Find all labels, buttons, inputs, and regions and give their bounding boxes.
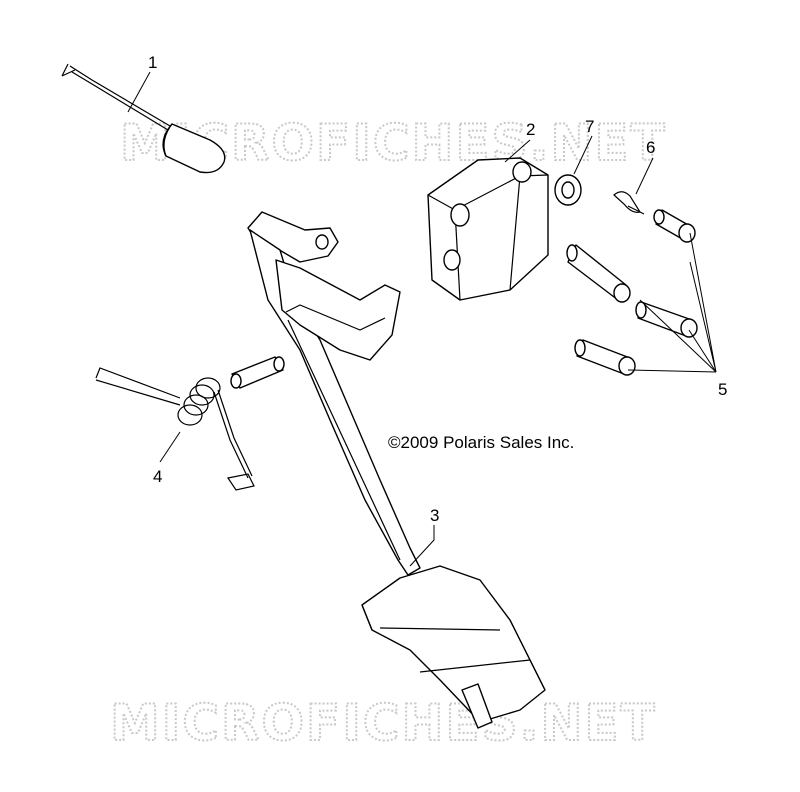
leader-1 bbox=[127, 71, 151, 113]
callout-7: 7 bbox=[585, 117, 594, 136]
callout-4: 4 bbox=[153, 467, 162, 486]
callout-2: 2 bbox=[526, 120, 535, 139]
leader-5d bbox=[627, 369, 717, 373]
cotter-pin-icon bbox=[613, 191, 645, 215]
copyright-notice: ©2009 Polaris Sales Inc. bbox=[388, 433, 574, 452]
leader-4 bbox=[159, 431, 181, 463]
washer-icon bbox=[554, 174, 582, 206]
watermark-bottom: MICROFICHES.NET bbox=[110, 694, 657, 752]
leader-7 bbox=[573, 135, 593, 175]
leader-5b bbox=[639, 299, 717, 373]
torsion-spring-icon bbox=[95, 367, 255, 491]
cap-screw-icon bbox=[566, 209, 698, 376]
brake-pedal-arm-icon bbox=[247, 211, 546, 729]
callout-5: 5 bbox=[718, 380, 727, 399]
leader-6 bbox=[635, 157, 654, 195]
leader-3 bbox=[409, 525, 435, 567]
leader-5c bbox=[688, 329, 717, 373]
callout-6: 6 bbox=[646, 138, 655, 157]
leader-2 bbox=[504, 139, 531, 163]
pivot-pin-icon bbox=[230, 356, 285, 389]
callout-3: 3 bbox=[430, 506, 439, 525]
pedal-bracket-block-icon bbox=[427, 157, 549, 301]
callout-1: 1 bbox=[148, 53, 157, 72]
sensor-cable-icon bbox=[61, 63, 226, 174]
